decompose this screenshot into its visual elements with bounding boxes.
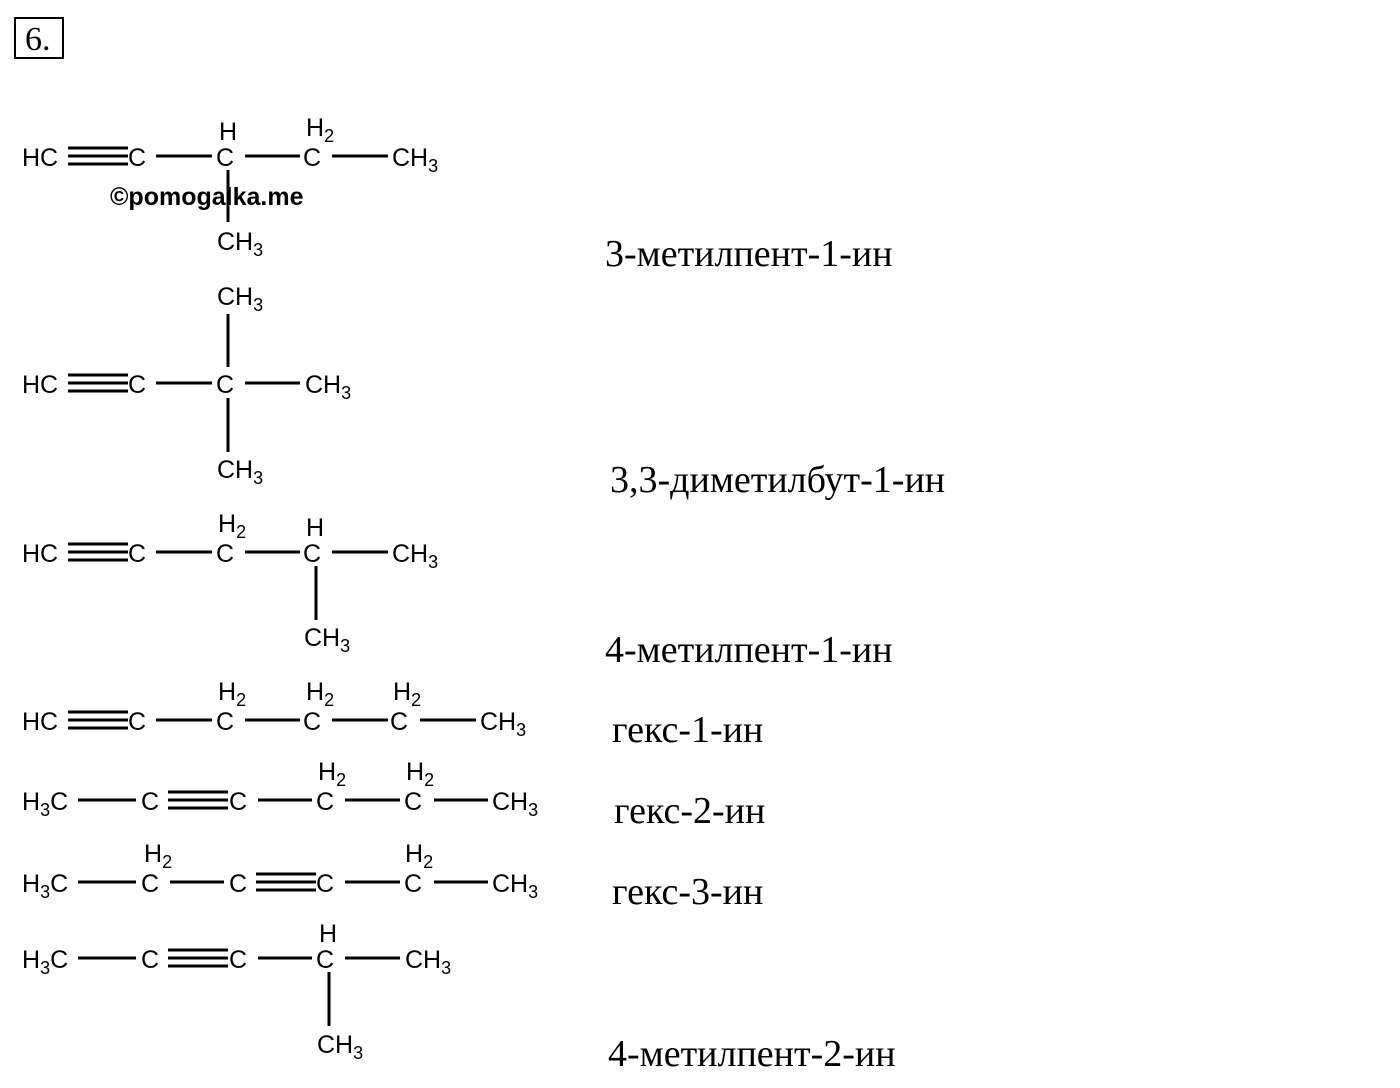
atom-ch3: CH3: [305, 371, 351, 403]
structure-4-methylpent-2-yne: H3C C C H C CH3 CH3: [22, 920, 451, 1063]
atom-ch3: CH3: [492, 870, 538, 902]
atom-h2: H2: [306, 678, 334, 710]
problem-number-box: [14, 17, 64, 59]
atom-h: H: [306, 514, 324, 542]
atom-h2: H2: [318, 758, 346, 790]
atom-h3c: H3C: [22, 946, 68, 978]
structure-3-3-dimethylbut-1-yne: CH3 HC C C CH3 CH3: [22, 283, 351, 488]
atom-c: C: [216, 144, 234, 172]
atom-c: C: [303, 708, 321, 736]
atom-c: C: [141, 946, 159, 974]
atom-c: C: [216, 708, 234, 736]
atom-ch3: CH3: [317, 1031, 363, 1063]
atom-h2: H2: [393, 678, 421, 710]
atom-ch3: CH3: [217, 228, 263, 260]
watermark-text: ©pomogalka.me: [110, 183, 304, 211]
atom-c: C: [390, 708, 408, 736]
structure-3-methylpent-1-yne: HC C H C H2 C CH3 CH3: [22, 114, 438, 260]
structure-hex-1-yne: HC C H2 C H2 C H2 C CH3: [22, 678, 526, 740]
compound-name-7: 4-метилпент-2-ин: [608, 1033, 896, 1075]
atom-h2: H2: [218, 510, 246, 542]
atom-hc: HC: [22, 371, 58, 399]
atom-c: C: [229, 946, 247, 974]
atom-c: C: [316, 870, 334, 898]
atom-c: C: [141, 788, 159, 816]
compound-name-4: гекс-1-ин: [612, 709, 763, 751]
atom-c: C: [216, 540, 234, 568]
atom-h: H: [219, 118, 237, 146]
atom-h2: H2: [406, 758, 434, 790]
atom-c: C: [141, 870, 159, 898]
atom-c: C: [316, 946, 334, 974]
compound-name-3: 4-метилпент-1-ин: [605, 629, 893, 671]
atom-hc: HC: [22, 708, 58, 736]
atom-c: C: [229, 788, 247, 816]
atom-c: C: [229, 870, 247, 898]
atom-c: C: [128, 708, 146, 736]
atom-c: C: [128, 144, 146, 172]
atom-c: C: [404, 870, 422, 898]
atom-c: C: [303, 144, 321, 172]
compound-name-5: гекс-2-ин: [614, 790, 765, 832]
compound-name-2: 3,3-диметилбут-1-ин: [610, 459, 945, 501]
atom-hc: HC: [22, 144, 58, 172]
atom-ch3: CH3: [217, 456, 263, 488]
atom-ch3: CH3: [217, 283, 263, 315]
atom-h3c: H3C: [22, 788, 68, 820]
structure-hex-2-yne: H3C C C H2 C H2 C CH3: [22, 758, 538, 820]
structure-hex-3-yne: H3C H2 C C C H2 C CH3: [22, 840, 538, 902]
atom-c: C: [216, 371, 234, 399]
atom-h2: H2: [144, 840, 172, 872]
atom-c: C: [128, 540, 146, 568]
atom-ch3: CH3: [492, 788, 538, 820]
structure-4-methylpent-1-yne: HC C H2 C H C CH3 CH3: [22, 510, 438, 656]
atom-ch3: CH3: [392, 144, 438, 176]
atom-h3c: H3C: [22, 870, 68, 902]
problem-number: 6.: [25, 21, 51, 58]
atom-c: C: [128, 371, 146, 399]
atom-h2: H2: [405, 840, 433, 872]
compound-name-6: гекс-3-ин: [612, 871, 763, 913]
atom-h: H: [319, 920, 337, 948]
atom-c: C: [303, 540, 321, 568]
atom-hc: HC: [22, 540, 58, 568]
atom-ch3: CH3: [304, 624, 350, 656]
atom-ch3: CH3: [392, 540, 438, 572]
atom-c: C: [404, 788, 422, 816]
compound-name-1: 3-метилпент-1-ин: [605, 233, 893, 275]
atom-h2: H2: [306, 114, 334, 146]
atom-ch3: CH3: [480, 708, 526, 740]
atom-c: C: [316, 788, 334, 816]
atom-ch3: CH3: [405, 946, 451, 978]
atom-h2: H2: [218, 678, 246, 710]
